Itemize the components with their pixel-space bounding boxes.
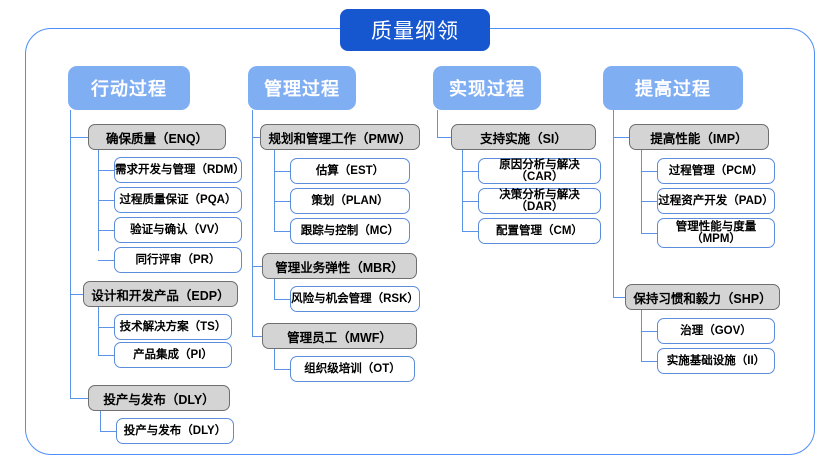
group-box-1-0[interactable]: 规划和管理工作（PMW） bbox=[260, 124, 420, 150]
leaf-box-1-0-2[interactable]: 跟踪与控制（MC） bbox=[290, 218, 410, 244]
connector-leaf-1-2-0 bbox=[274, 369, 290, 371]
leaf-box-0-1-0[interactable]: 技术解决方案（TS） bbox=[114, 314, 232, 340]
connector-group-0-1 bbox=[70, 294, 83, 296]
connector-group-2-0 bbox=[437, 137, 451, 139]
connector-leaf-0-1-1 bbox=[98, 355, 114, 357]
leaf-box-3-1-0[interactable]: 治理（GOV） bbox=[657, 318, 775, 344]
connector-group-1-0 bbox=[252, 137, 260, 139]
connector-group-3-1 bbox=[613, 297, 625, 299]
diagram-title: 质量纲领 bbox=[340, 9, 490, 51]
connector-leaf-0-0-0 bbox=[98, 170, 114, 172]
connector-subspine-3-0 bbox=[641, 150, 643, 233]
connector-leaf-3-1-0 bbox=[641, 331, 657, 333]
column-header-0[interactable]: 行动过程 bbox=[68, 66, 190, 110]
connector-leaf-3-0-0 bbox=[641, 171, 657, 173]
connector-subspine-1-1 bbox=[274, 279, 276, 299]
connector-subspine-1-0 bbox=[274, 150, 276, 231]
leaf-box-2-0-0[interactable]: 原因分析与解决（CAR） bbox=[478, 158, 601, 184]
leaf-box-0-1-1[interactable]: 产品集成（PI） bbox=[114, 342, 232, 368]
connector-subspine-3-1 bbox=[641, 310, 643, 361]
connector-subspine-0-2 bbox=[100, 411, 102, 431]
column-header-2[interactable]: 实现过程 bbox=[433, 66, 541, 110]
connector-leaf-1-1-0 bbox=[274, 299, 290, 301]
connector-leaf-1-0-1 bbox=[274, 201, 290, 203]
group-box-0-0[interactable]: 确保质量（ENQ） bbox=[88, 124, 226, 150]
leaf-box-3-0-0[interactable]: 过程管理（PCM） bbox=[657, 158, 775, 184]
leaf-box-1-0-1[interactable]: 策划（PLAN） bbox=[290, 188, 410, 214]
group-box-0-2[interactable]: 投产与发布（DLY） bbox=[88, 385, 230, 411]
group-box-3-1[interactable]: 保持习惯和毅力（SHP） bbox=[625, 284, 780, 310]
group-box-1-1[interactable]: 管理业务弹性（MBR） bbox=[262, 253, 417, 279]
leaf-box-0-2-0[interactable]: 投产与发布（DLY） bbox=[116, 418, 234, 444]
connector-leaf-2-0-0 bbox=[462, 171, 478, 173]
leaf-box-2-0-1[interactable]: 决策分析与解决（DAR） bbox=[478, 188, 601, 214]
connector-leaf-3-0-2 bbox=[641, 233, 657, 235]
connector-leaf-2-0-1 bbox=[462, 201, 478, 203]
leaf-box-0-0-0[interactable]: 需求开发与管理（RDM） bbox=[114, 157, 245, 183]
connector-leaf-1-0-2 bbox=[274, 231, 290, 233]
leaf-box-0-0-2[interactable]: 验证与确认（VV） bbox=[114, 217, 242, 243]
leaf-box-3-1-1[interactable]: 实施基础设施（II） bbox=[657, 348, 775, 374]
connector-leaf-0-0-2 bbox=[98, 230, 114, 232]
connector-leaf-3-0-1 bbox=[641, 201, 657, 203]
connector-spine-2 bbox=[437, 110, 439, 137]
group-box-0-1[interactable]: 设计和开发产品（EDP） bbox=[83, 281, 238, 307]
group-box-2-0[interactable]: 支持实施（SI） bbox=[451, 124, 596, 150]
connector-spine-3 bbox=[613, 110, 615, 297]
connector-subspine-2-0 bbox=[462, 150, 464, 231]
connector-group-1-2 bbox=[252, 336, 262, 338]
group-box-1-2[interactable]: 管理员工（MWF） bbox=[262, 323, 417, 349]
connector-group-0-2 bbox=[70, 398, 88, 400]
connector-leaf-0-1-0 bbox=[98, 327, 114, 329]
leaf-box-1-1-0[interactable]: 风险与机会管理（RSK） bbox=[290, 286, 420, 312]
connector-group-1-1 bbox=[252, 266, 262, 268]
connector-subspine-0-1 bbox=[98, 307, 100, 355]
group-box-3-0[interactable]: 提高性能（IMP） bbox=[629, 124, 769, 150]
connector-leaf-1-0-0 bbox=[274, 171, 290, 173]
leaf-box-1-2-0[interactable]: 组织级培训（OT） bbox=[290, 356, 415, 382]
connector-group-3-0 bbox=[613, 137, 629, 139]
connector-leaf-0-2-0 bbox=[100, 431, 116, 433]
connector-leaf-0-0-1 bbox=[98, 200, 114, 202]
leaf-box-3-0-2[interactable]: 管理性能与度量 （MPM） bbox=[657, 218, 775, 248]
leaf-box-1-0-0[interactable]: 估算（EST） bbox=[290, 158, 410, 184]
connector-group-0-0 bbox=[70, 137, 88, 139]
column-header-3[interactable]: 提高过程 bbox=[603, 66, 743, 110]
connector-subspine-1-2 bbox=[274, 349, 276, 369]
leaf-box-0-0-3[interactable]: 同行评审（PR） bbox=[114, 247, 242, 273]
connector-leaf-2-0-2 bbox=[462, 231, 478, 233]
connector-spine-1 bbox=[252, 110, 254, 336]
column-header-1[interactable]: 管理过程 bbox=[248, 66, 356, 110]
connector-leaf-3-1-1 bbox=[641, 361, 657, 363]
leaf-box-3-0-1[interactable]: 过程资产开发（PAD） bbox=[657, 188, 775, 214]
connector-leaf-0-0-3 bbox=[98, 260, 114, 262]
leaf-box-2-0-2[interactable]: 配置管理（CM） bbox=[478, 218, 601, 244]
connector-spine-0 bbox=[70, 110, 72, 398]
leaf-box-0-0-1[interactable]: 过程质量保证（PQA） bbox=[114, 187, 242, 213]
